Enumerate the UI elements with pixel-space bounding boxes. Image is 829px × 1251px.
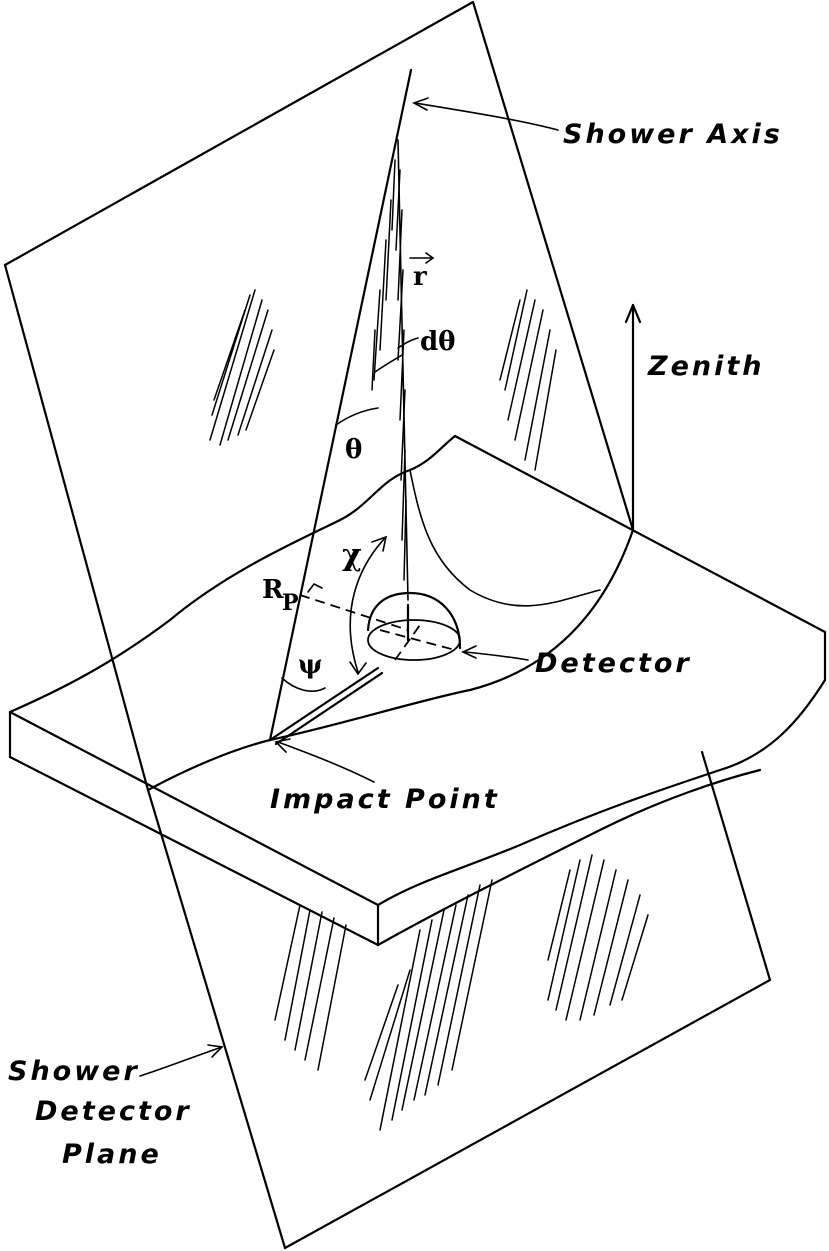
theta-symbol: θ — [345, 435, 362, 465]
plane-shading-lower-right — [547, 854, 649, 1021]
detector-base — [367, 619, 461, 661]
rp-symbol-sub: P — [282, 590, 299, 616]
shower-detector-plane-leader — [139, 1044, 224, 1077]
plane-shading-lower-middle — [274, 879, 493, 1131]
psi-symbol: ψ — [298, 650, 322, 680]
r-vector-arrow — [409, 252, 435, 264]
d-theta-arc — [374, 354, 403, 373]
plane-label-line3: Plane — [62, 1139, 162, 1170]
plane-edge-lower — [146, 750, 772, 1250]
ground-front-top-edge — [8, 710, 380, 907]
plane-edge-top — [3, 0, 635, 532]
zenith-arrow-head — [624, 303, 642, 324]
ground-front-bottom-edge — [8, 755, 380, 947]
detector-dash-a — [379, 629, 456, 651]
plane-shading-upper-left — [209, 289, 275, 446]
ground-projection-line-a — [268, 666, 380, 742]
plane-label-line1: Shower — [8, 1056, 140, 1087]
impact-point-leader — [274, 738, 375, 783]
chi-symbol: χ — [342, 538, 362, 573]
d-theta-leader — [397, 337, 419, 349]
impact-point-label: Impact Point — [270, 784, 500, 815]
rp-perpendicular-line — [299, 594, 409, 631]
chi-arrow-head-bottom — [349, 661, 367, 676]
ground-undulation — [409, 469, 601, 607]
detector-leader — [461, 645, 529, 661]
ground-right-bottom-edge — [376, 768, 762, 947]
d-theta-symbol: dθ — [420, 327, 456, 357]
detector-dash-b — [394, 624, 421, 661]
zenith-label: Zenith — [647, 351, 765, 382]
chi-arrow-head — [371, 535, 388, 552]
rp-symbol-main: R — [262, 575, 284, 605]
ground-top-surface — [8, 434, 827, 714]
plane-edge-left — [3, 263, 150, 792]
plane-shading-upper-right — [499, 289, 557, 471]
detector-dome — [366, 591, 462, 650]
plane-label-line2: Detector — [35, 1096, 192, 1127]
detector-label: Detector — [535, 648, 692, 679]
right-angle-mark — [307, 582, 323, 593]
ground-projection-line-b — [274, 671, 384, 746]
theta-arc — [335, 407, 379, 426]
shower-axis-leader — [412, 97, 559, 131]
plane-ground-intersection — [146, 528, 635, 792]
shower-axis-line — [268, 68, 413, 742]
viewing-line — [397, 139, 409, 601]
chi-arc — [349, 537, 386, 673]
psi-arc — [281, 677, 326, 692]
r-vector-symbol: r — [413, 262, 427, 292]
ground-right-front-edge — [376, 678, 827, 907]
view-wedge-hatching — [371, 159, 407, 581]
shower-axis-label: Shower Axis — [563, 119, 783, 150]
